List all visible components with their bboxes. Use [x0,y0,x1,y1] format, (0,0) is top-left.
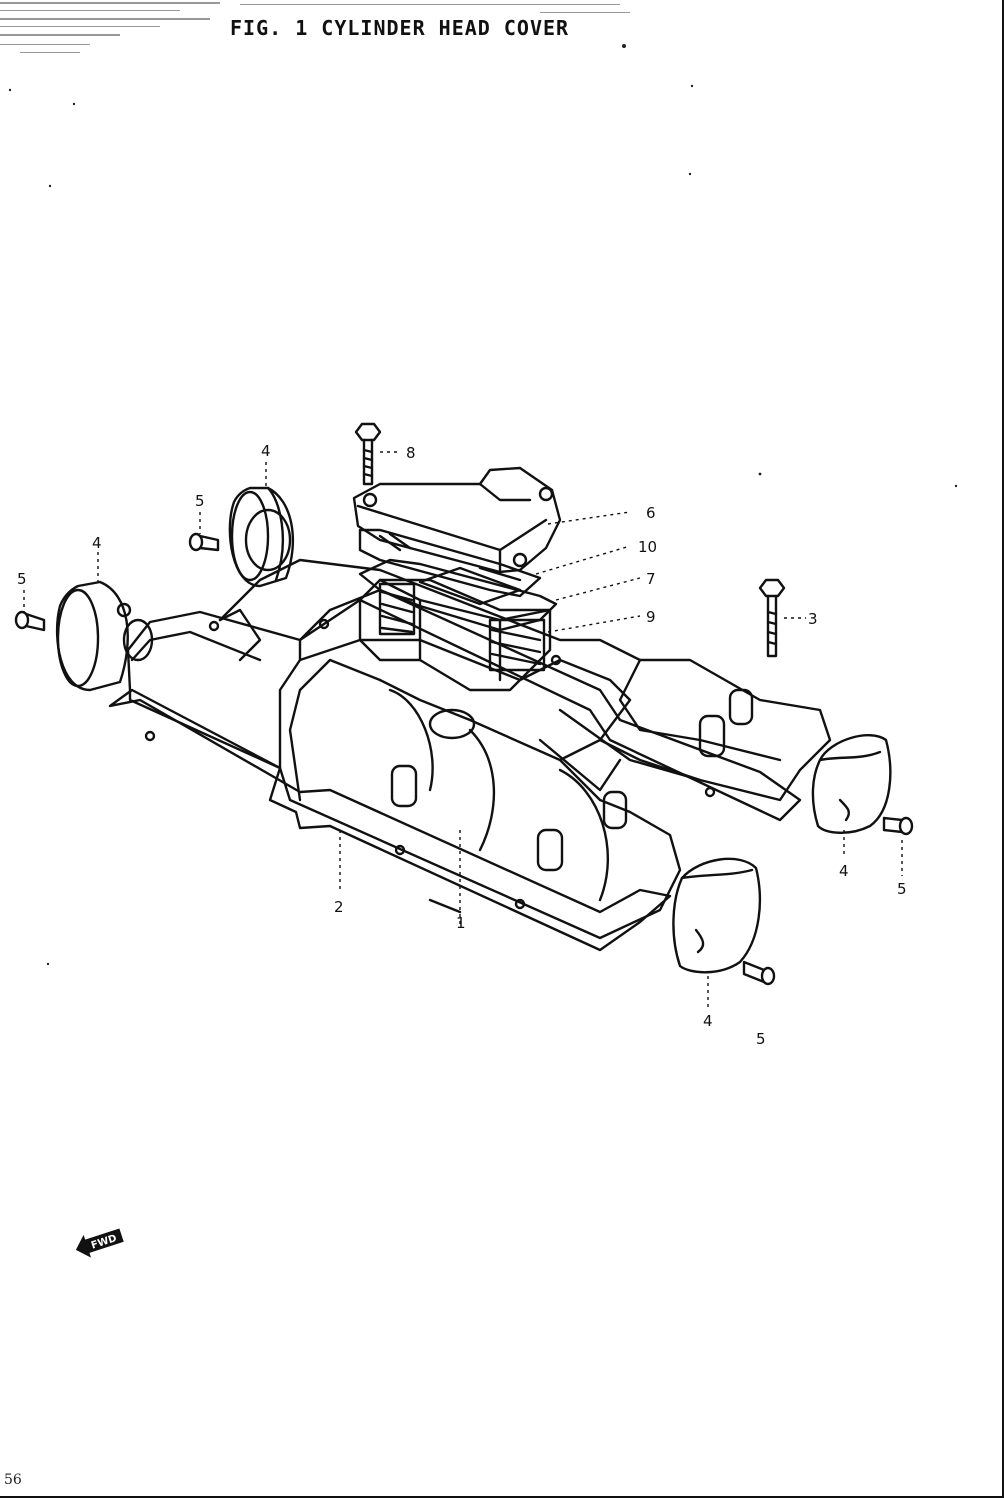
cap-cover-part-4-c [811,734,892,834]
forward-arrow-icon: FWD [75,1228,124,1258]
fwd-label: FWD [90,1233,118,1252]
callout-5b: 5 [17,570,27,588]
cap-cover-part-4-d [672,857,761,974]
callout-5d: 5 [756,1030,766,1048]
breather-chamber-part-9 [358,578,552,692]
cylinder-head-cover-part-1 [122,508,832,940]
callout-8: 8 [406,444,416,462]
cover-bolt-part-3 [758,578,786,658]
breather-bolt-part-8 [354,422,382,486]
callout-4d: 4 [703,1012,713,1030]
callout-4b: 4 [92,534,102,552]
callout-10: 10 [638,538,657,556]
cap-cover-part-4-b [55,580,132,692]
callout-4a: 4 [261,442,271,460]
leader-9 [547,615,641,633]
breather-gasket-part-7 [358,558,558,632]
callout-4c: 4 [839,862,849,880]
cap-screw-part-5-c [882,816,914,836]
cap-screw-part-5-a [188,532,220,552]
callout-1: 1 [456,914,466,932]
figure-title: FIG. 1 CYLINDER HEAD COVER [230,16,570,40]
page-number: 56 [4,1472,22,1488]
callout-6: 6 [646,504,656,522]
callout-3: 3 [808,610,818,628]
cap-screw-part-5-b [14,610,46,632]
breather-plate-part-10 [358,528,542,598]
leader-10 [535,545,631,575]
callout-5a: 5 [195,492,205,510]
cap-screw-part-5-d [742,960,776,986]
cap-cover-part-4-a [228,486,295,588]
gasket-part-2 [108,588,802,952]
breather-cover-part-6 [352,466,562,574]
callout-7: 7 [646,570,656,588]
leader-7 [555,577,641,601]
scan-noise [0,2,630,53]
callout-9: 9 [646,608,656,626]
callout-5c: 5 [897,880,907,898]
callout-2: 2 [334,898,344,916]
